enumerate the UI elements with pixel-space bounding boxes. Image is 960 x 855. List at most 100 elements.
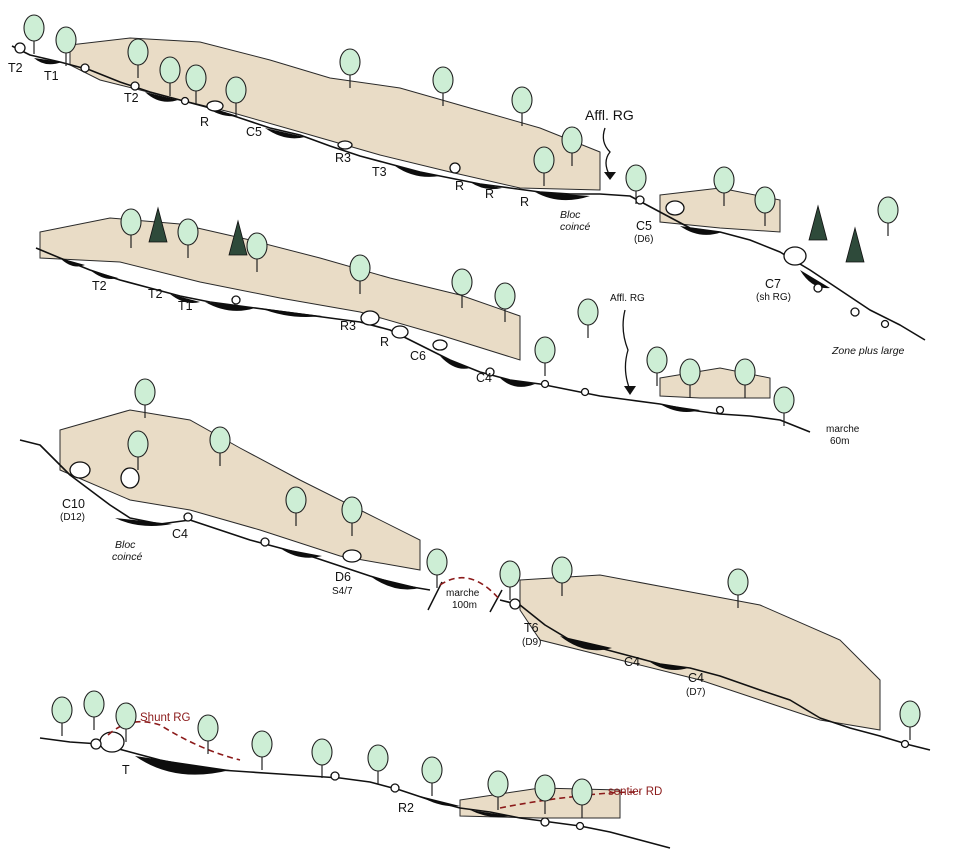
pool — [135, 756, 230, 775]
label-c7-sub: (sh RG) — [756, 292, 791, 303]
label-t6: T6 — [524, 621, 539, 635]
label-c10-sub: (D12) — [60, 512, 85, 523]
break-mark — [427, 581, 443, 611]
tree-icon — [646, 346, 668, 386]
boulder — [330, 771, 340, 781]
tree-icon — [534, 336, 556, 376]
pool — [680, 226, 722, 235]
pool — [370, 576, 420, 590]
label-c4: C4 — [688, 671, 704, 685]
arrow-head — [624, 386, 636, 395]
boulder — [880, 319, 890, 329]
label-t2: T2 — [124, 91, 139, 105]
boulder — [665, 200, 685, 216]
ground-line — [499, 599, 931, 751]
label-c5: C5 — [246, 125, 262, 139]
tributary-arrow — [602, 127, 611, 177]
tree-icon — [713, 166, 735, 206]
boulder — [509, 598, 521, 610]
tree-icon — [209, 426, 231, 466]
label-c5: C5 — [636, 219, 652, 233]
label-affl-rg: Affl. RG — [585, 107, 634, 123]
boulder — [14, 42, 26, 54]
tree-icon — [197, 714, 219, 754]
tree-icon — [773, 386, 795, 426]
tree-icon — [499, 560, 521, 600]
boulder — [90, 738, 102, 750]
label-bloc: Bloc — [560, 209, 581, 221]
tree-icon — [625, 164, 647, 204]
tree-icon — [426, 548, 448, 588]
boulder — [635, 195, 645, 205]
tree-icon — [451, 268, 473, 308]
label-c7: C7 — [765, 277, 781, 291]
boulder — [575, 821, 585, 831]
pool — [560, 636, 612, 651]
label-r: R — [380, 335, 389, 349]
cliff-band — [59, 409, 421, 571]
pool — [535, 192, 590, 201]
boulder — [180, 96, 190, 106]
boulder — [183, 512, 193, 522]
boulder — [540, 379, 550, 389]
tree-icon — [349, 254, 371, 294]
pool — [650, 662, 688, 670]
pool — [60, 258, 85, 267]
cliff-band — [69, 37, 601, 191]
boulder — [80, 63, 90, 73]
tree-icon — [311, 738, 333, 778]
label-r2: R2 — [398, 801, 414, 815]
label-t: T — [122, 763, 130, 777]
boulder — [432, 339, 448, 351]
boulder — [342, 549, 362, 563]
tree-icon — [339, 48, 361, 88]
pool — [205, 302, 255, 311]
label-coince: coincé — [560, 221, 591, 233]
tree-icon — [83, 690, 105, 730]
boulder — [580, 387, 590, 397]
pool — [420, 796, 460, 807]
tree-icon — [432, 66, 454, 106]
label-sentier-rd: sentier RD — [608, 786, 662, 798]
tree-icon — [23, 14, 45, 54]
label-c4: C4 — [624, 655, 640, 669]
tree-icon — [551, 556, 573, 596]
boulder — [813, 283, 823, 293]
label-t1: T1 — [178, 299, 193, 313]
label-d6: D6 — [335, 570, 351, 584]
label-marche-dist: 60m — [830, 436, 849, 447]
boulder — [900, 739, 910, 749]
tree-icon — [185, 64, 207, 104]
label-c10: C10 — [62, 497, 85, 511]
label-marche: marche — [826, 424, 860, 435]
pine-icon — [228, 219, 248, 256]
label-c4: C4 — [476, 371, 492, 385]
boulder — [390, 783, 400, 793]
tree-icon — [127, 430, 149, 470]
label-r: R — [200, 115, 209, 129]
tree-icon — [120, 208, 142, 248]
label-marche: marche — [446, 588, 480, 599]
tree-icon — [341, 496, 363, 536]
tree-icon — [511, 86, 533, 126]
label-c4: C4 — [172, 527, 188, 541]
boulder — [99, 731, 125, 753]
tributary-arrow — [622, 309, 631, 391]
tree-icon — [577, 298, 599, 338]
label-d6-sub: S4/7 — [332, 586, 353, 597]
pool — [34, 58, 62, 65]
tree-icon — [679, 358, 701, 398]
pool — [440, 356, 470, 369]
pool — [395, 166, 440, 177]
tree-icon — [246, 232, 268, 272]
label-marche-dist: 100m — [452, 600, 477, 611]
boulder — [130, 81, 140, 91]
tree-icon — [134, 378, 156, 418]
tree-icon — [55, 26, 77, 66]
label-t1: T1 — [44, 69, 59, 83]
boulder — [337, 140, 353, 150]
pool — [260, 308, 322, 317]
pool — [145, 92, 178, 102]
label-r: R — [485, 187, 494, 201]
tree-icon — [727, 568, 749, 608]
